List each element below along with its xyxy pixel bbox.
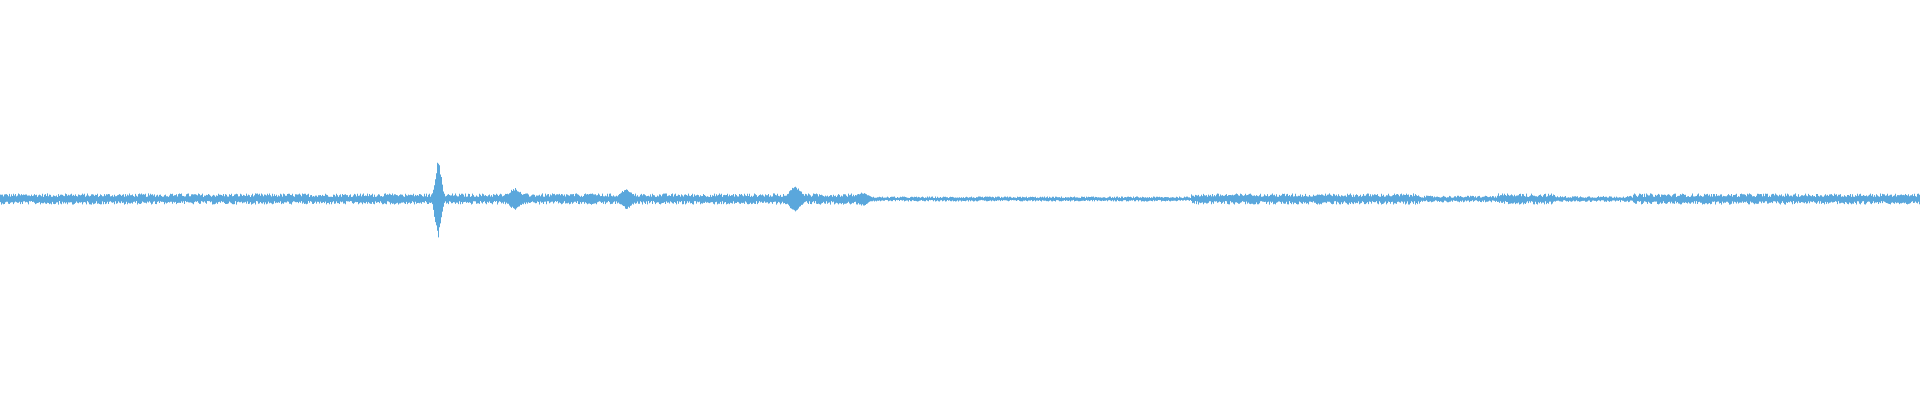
waveform-path [0, 162, 1920, 238]
